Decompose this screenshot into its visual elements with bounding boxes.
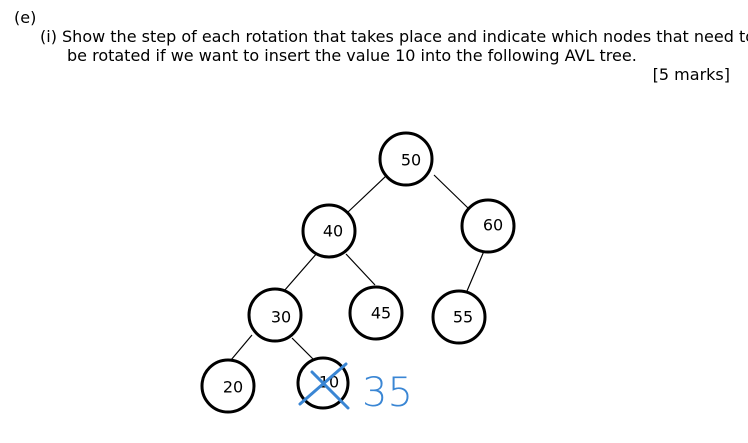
node-label-10: 10 [319,373,339,392]
handwritten-annotation: 35 [298,362,413,416]
node-label-45: 45 [371,304,391,323]
edge-30-20 [230,334,253,361]
tree-node-20: 20 [200,358,256,414]
tree-node-30: 30 [247,287,303,343]
edge-50-60 [433,174,469,209]
node-label-40: 40 [323,222,343,241]
tree-node-50: 50 [378,131,434,187]
question-part-label: (e) [14,8,37,27]
tree-node-40: 40 [301,203,357,259]
edge-50-40 [347,175,387,213]
handwritten-35: 35 [362,370,413,416]
cross-out-stroke-2 [310,370,350,410]
tree-node-55: 55 [431,289,487,345]
edge-40-45 [345,253,376,286]
marks-label: [5 marks] [652,65,730,84]
tree-node-45: 45 [348,285,404,341]
node-label-30: 30 [271,308,291,327]
edge-30-10 [291,337,317,363]
question-text-line-2: be rotated if we want to insert the valu… [67,46,637,65]
tree-node-60: 60 [460,198,516,254]
node-label-20: 20 [223,378,243,397]
node-label-60: 60 [483,216,503,235]
edge-40-30 [283,251,319,292]
edge-60-55 [466,250,485,292]
question-text-line-1: (i) Show the step of each rotation that … [40,27,748,46]
node-label-50: 50 [401,151,421,170]
node-label-55: 55 [453,308,473,327]
